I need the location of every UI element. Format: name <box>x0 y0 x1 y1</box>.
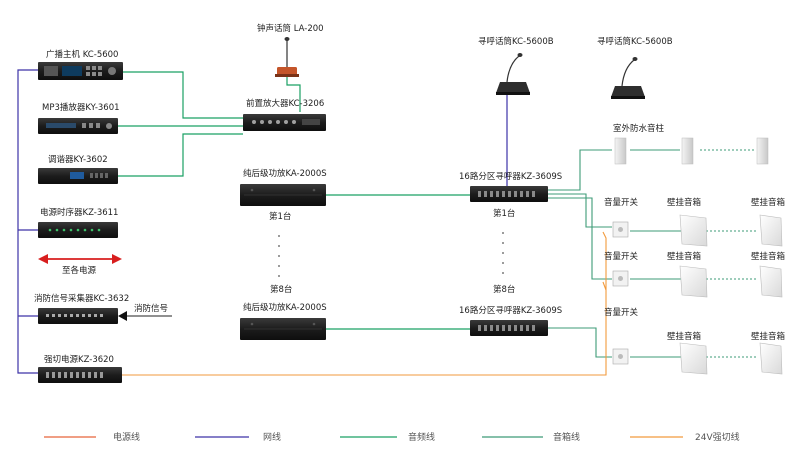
zone8-unit-label: 第8台 <box>493 284 515 295</box>
wall-label-1b: 壁挂音箱 <box>751 197 786 208</box>
mp3-player: MP3播放器KY-3601 <box>38 102 120 134</box>
mp3-label: MP3播放器KY-3601 <box>42 102 120 113</box>
amp1-label: 纯后级功放KA-2000S <box>243 168 327 179</box>
legend-label-audio: 音频线 <box>408 431 435 443</box>
tuner-label: 调谐器KY-3602 <box>48 154 108 165</box>
broadcast-host: 广播主机 KC-5600 <box>38 49 123 80</box>
paging-microphone-2: 寻呼话筒KC-5600B <box>597 36 673 99</box>
zone1-label: 16路分区寻呼器KZ-3609S <box>459 171 562 182</box>
pager1-label: 寻呼话筒KC-5600B <box>478 36 554 47</box>
audio-lines <box>117 71 470 330</box>
power-amplifier-8: 第8台 纯后级功放KA-2000S <box>240 284 327 340</box>
volume-label-1: 音量开关 <box>604 197 639 208</box>
amp8-unit-label: 第8台 <box>270 284 292 295</box>
preamp-label: 前置放大器KC-3206 <box>246 98 324 109</box>
to-power-label: 至各电源 <box>62 265 97 276</box>
legend: 电源线 网线 音频线 音箱线 24V强切线 <box>44 431 740 443</box>
wall-label-3a: 壁挂音箱 <box>667 331 702 342</box>
continuation-dots <box>278 232 504 277</box>
fire-signal-label: 消防信号 <box>134 303 168 314</box>
wall-label-1a: 壁挂音箱 <box>667 197 702 208</box>
host-label: 广播主机 KC-5600 <box>46 49 118 60</box>
zone8-label: 16路分区寻呼器KZ-3609S <box>459 305 562 316</box>
speaker-row-3: 音量开关 壁挂音箱 壁挂音箱 <box>604 307 786 375</box>
wall-label-3b: 壁挂音箱 <box>751 331 786 342</box>
paging-microphone-1: 寻呼话筒KC-5600B <box>478 36 554 95</box>
power-amplifier-1: 纯后级功放KA-2000S 第1台 <box>240 168 327 222</box>
zone-pager-1: 16路分区寻呼器KZ-3609S 第1台 <box>459 171 562 219</box>
amp8-label: 纯后级功放KA-2000S <box>243 302 327 313</box>
speaker-row-1: 音量开关 壁挂音箱 壁挂音箱 <box>604 197 786 247</box>
chime-label: 钟声话筒 LA-200 <box>257 23 324 34</box>
amp1-unit-label: 第1台 <box>269 211 291 222</box>
fire-label: 消防信号采集器KC-3632 <box>34 293 129 304</box>
legend-label-network: 网线 <box>263 431 281 443</box>
zone1-unit-label: 第1台 <box>493 208 515 219</box>
wall-label-2b: 壁挂音箱 <box>751 251 786 262</box>
chime-microphone: 钟声话筒 LA-200 <box>257 23 324 77</box>
speaker-row-2: 音量开关 壁挂音箱 壁挂音箱 <box>604 251 786 298</box>
power-distribution-arrow: 至各电源 <box>38 254 122 276</box>
cut24v-lines <box>122 231 607 376</box>
outdoor-label: 室外防水音柱 <box>613 123 665 134</box>
power-sequencer: 电源时序器KZ-3611 <box>38 207 118 238</box>
legend-label-power: 电源线 <box>113 431 140 443</box>
speaker-lines <box>548 149 758 358</box>
volume-label-3: 音量开关 <box>604 307 639 318</box>
legend-label-cut24v: 24V强切线 <box>695 431 740 443</box>
volume-label-2: 音量开关 <box>604 251 639 262</box>
outdoor-speaker-columns: 室外防水音柱 <box>613 123 769 165</box>
force-cut-power: 强切电源KZ-3620 <box>38 354 122 383</box>
zone-pager-8: 第8台 16路分区寻呼器KZ-3609S <box>459 284 562 336</box>
pre-amplifier: 前置放大器KC-3206 <box>243 98 326 131</box>
network-lines <box>17 69 508 374</box>
legend-label-speaker: 音箱线 <box>553 431 580 443</box>
wall-label-2a: 壁挂音箱 <box>667 251 702 262</box>
tuner: 调谐器KY-3602 <box>38 154 118 184</box>
fire-signal-collector: 消防信号采集器KC-3632 消防信号 <box>34 293 172 324</box>
pager2-label: 寻呼话筒KC-5600B <box>597 36 673 47</box>
power-label: 强切电源KZ-3620 <box>44 354 114 365</box>
timer-label: 电源时序器KZ-3611 <box>40 207 118 218</box>
